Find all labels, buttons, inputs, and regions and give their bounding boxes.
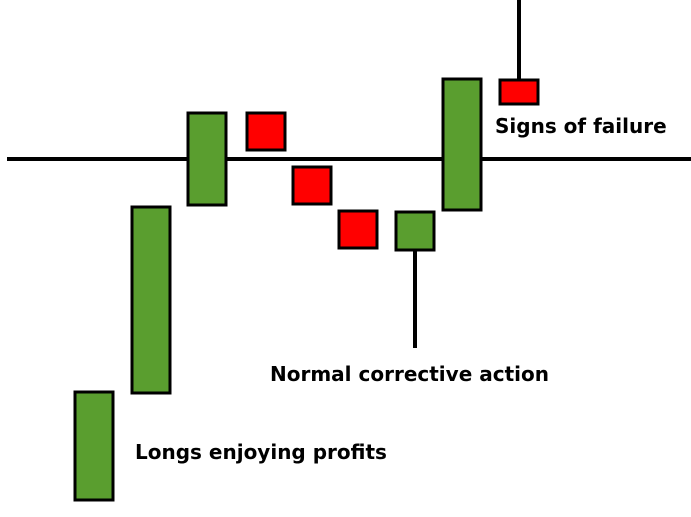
label-normal-corrective-action: Normal corrective action <box>270 362 549 386</box>
label-longs-enjoying-profits: Longs enjoying profits <box>135 440 387 464</box>
candle-7 <box>394 210 436 252</box>
candle-5 <box>291 165 333 206</box>
candle-6 <box>337 209 379 250</box>
label-signs-of-failure: Signs of failure <box>495 114 667 138</box>
candle-4 <box>245 111 287 152</box>
candle-9 <box>498 78 540 106</box>
candle-1 <box>73 390 115 502</box>
candle-3 <box>186 111 228 207</box>
candle-2 <box>130 205 172 395</box>
candle-8 <box>441 77 483 212</box>
